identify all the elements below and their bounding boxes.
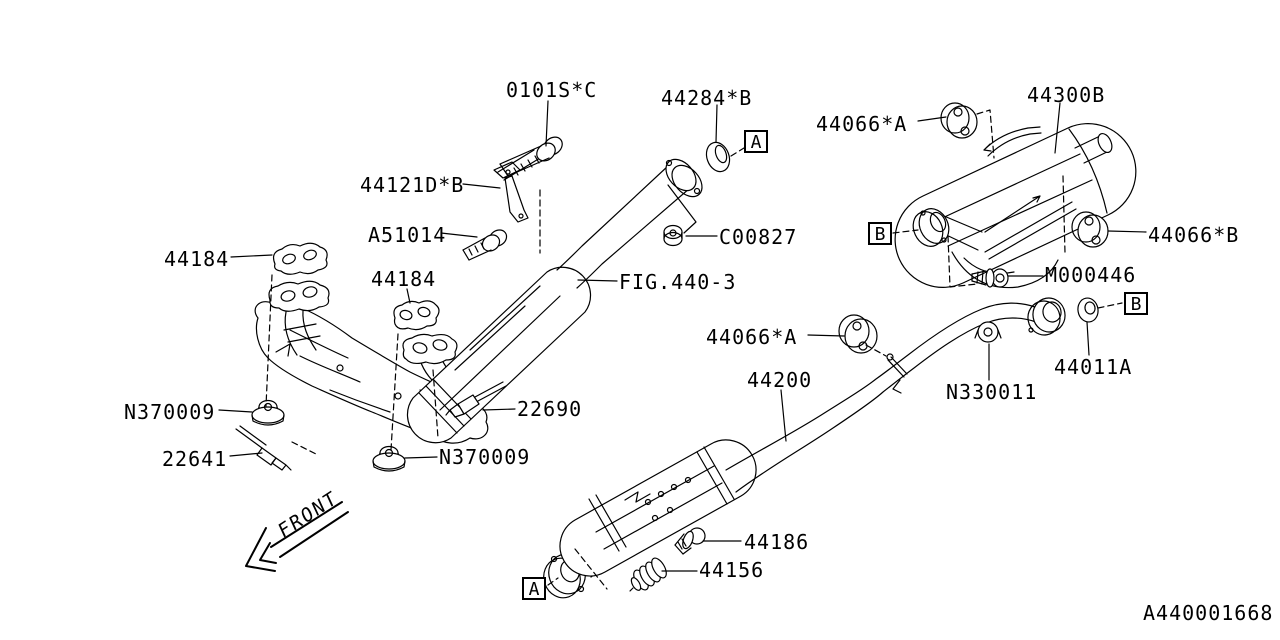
- drawing-number: A440001668: [1143, 601, 1274, 625]
- part-label-0101sc[interactable]: 0101S*C: [506, 78, 598, 102]
- part-label-44300b[interactable]: 44300B: [1027, 83, 1106, 107]
- part-label-n370009-right[interactable]: N370009: [439, 445, 531, 469]
- front-arrow-icon: [245, 501, 349, 572]
- connector-marker-b-left: B: [868, 222, 892, 245]
- part-label-44284b[interactable]: 44284*B: [661, 86, 753, 110]
- middle-pipe-44200-drawing: [543, 297, 1099, 599]
- bolt-0101sc-drawing: [499, 136, 563, 177]
- part-label-44184-mid[interactable]: 44184: [371, 267, 437, 291]
- part-label-c00827[interactable]: C00827: [719, 225, 798, 249]
- connector-marker-b-right: B: [1124, 292, 1148, 315]
- callout-leader-lines: [218, 100, 1147, 572]
- muffler-inlet-flange-drawing: [912, 208, 950, 247]
- oxygen-sensor-22641-drawing: [235, 425, 292, 471]
- bolt-a51014-drawing: [462, 229, 508, 261]
- part-label-44121db[interactable]: 44121D*B: [360, 173, 465, 197]
- part-label-m000446[interactable]: M000446: [1045, 263, 1137, 287]
- connector-marker-a-top: A: [744, 130, 768, 153]
- nut-c00827-drawing: [663, 224, 683, 247]
- part-label-22690[interactable]: 22690: [517, 397, 583, 421]
- part-label-22641[interactable]: 22641: [162, 447, 228, 471]
- resonator-drawing: [559, 439, 757, 577]
- part-label-a51014[interactable]: A51014: [368, 223, 447, 247]
- part-label-44066b[interactable]: 44066*B: [1148, 223, 1240, 247]
- part-label-44011a[interactable]: 44011A: [1054, 355, 1133, 379]
- nut-n370009-left-drawing: [251, 399, 285, 426]
- front-pipe-rear-flange-drawing: [665, 158, 703, 198]
- bolt-m000446-drawing: [971, 268, 1009, 288]
- connector-marker-a-bottom: A: [522, 577, 546, 600]
- bracket-44121db-drawing: [493, 149, 541, 223]
- part-label-n370009-left[interactable]: N370009: [124, 400, 216, 424]
- catalytic-converter-drawing: [406, 266, 592, 444]
- muffler-body: [894, 123, 1137, 288]
- part-label-n330011[interactable]: N330011: [946, 380, 1038, 404]
- part-label-44066a-top[interactable]: 44066*A: [816, 112, 908, 136]
- gasket-44184-mid-drawing: [393, 300, 440, 331]
- oxygen-sensor-22690-drawing: [445, 381, 507, 418]
- gasket-44184-left-drawing: [272, 242, 328, 275]
- alignment-dashed-lines: [265, 109, 1123, 590]
- nut-n330011-drawing: [974, 321, 1002, 343]
- gasket-44284b-drawing: [705, 141, 731, 173]
- part-label-44200[interactable]: 44200: [747, 368, 813, 392]
- part-label-44184-left[interactable]: 44184: [164, 247, 230, 271]
- bolt-44186-drawing: [674, 527, 706, 555]
- part-label-44186[interactable]: 44186: [744, 530, 810, 554]
- mount-44066b-drawing: [1071, 211, 1109, 248]
- front-pipe-assembly-drawing: [235, 136, 731, 472]
- figure-reference-label[interactable]: FIG.440-3: [619, 270, 737, 294]
- part-label-44066a-mid[interactable]: 44066*A: [706, 325, 798, 349]
- mount-44066a-top-drawing: [940, 102, 978, 139]
- nut-n370009-right-drawing: [372, 445, 406, 472]
- part-label-44156[interactable]: 44156: [699, 558, 765, 582]
- middle-pipe-rear-flange-drawing: [1027, 297, 1066, 336]
- muffler-44300b-drawing: [894, 102, 1137, 289]
- gasket-44011a-drawing: [1077, 297, 1099, 323]
- spring-44156-drawing: [629, 557, 667, 592]
